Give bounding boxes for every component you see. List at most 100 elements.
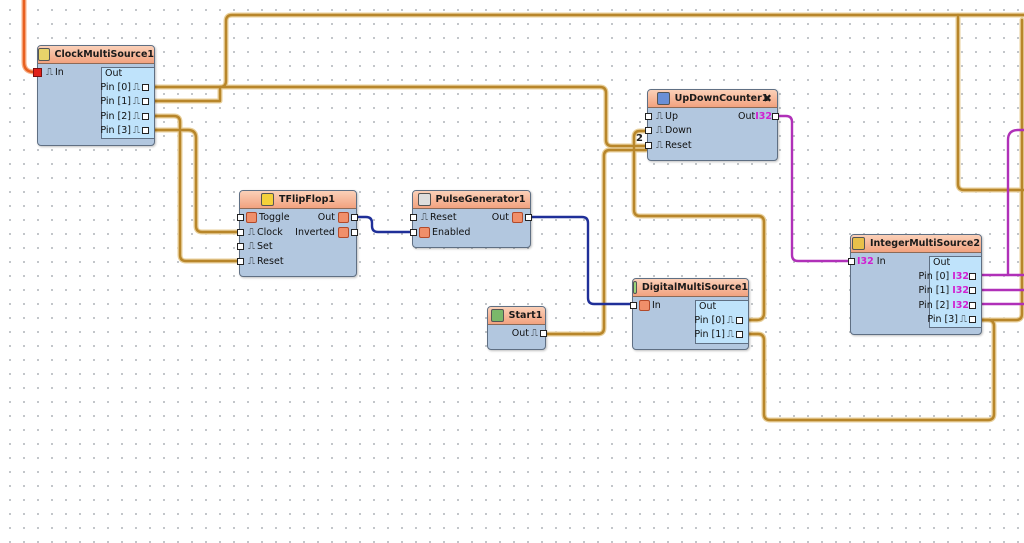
- pin-label: Out: [491, 212, 509, 223]
- node-header[interactable]: IntegerMultiSource2: [851, 235, 981, 253]
- counter-out-pin[interactable]: OutI32: [738, 110, 781, 124]
- clock-pin-0[interactable]: Pin [0]⎍: [100, 81, 151, 95]
- tflipflop-node[interactable]: TFlipFlop1 Toggle ⎍Clock ⎍Set ⎍Reset Out…: [237, 190, 360, 277]
- counter-reset-pin[interactable]: ⎍Reset: [645, 139, 692, 153]
- clock-pin-1[interactable]: Pin [1]⎍: [100, 95, 151, 109]
- output-pin-icon[interactable]: [351, 229, 358, 236]
- digital-icon: [633, 281, 637, 294]
- pulse-reset-pin[interactable]: ⎍Reset: [410, 211, 457, 225]
- input-pin-icon[interactable]: [410, 214, 417, 221]
- input-pin-icon[interactable]: [237, 243, 244, 250]
- output-pin-icon[interactable]: [351, 214, 358, 221]
- output-pin-icon[interactable]: [142, 127, 149, 134]
- clock-in-pin[interactable]: ⎍In: [33, 66, 64, 80]
- pin-label: Reset: [430, 212, 457, 223]
- node-title: ClockMultiSource1: [54, 49, 154, 60]
- pin-label: Pin [1]: [694, 329, 725, 340]
- integer-pin-2[interactable]: Pin [2] I32: [919, 299, 978, 313]
- output-pin-icon[interactable]: [142, 113, 149, 120]
- pulse-enabled-pin[interactable]: Enabled: [410, 226, 470, 240]
- output-pin-icon[interactable]: [772, 113, 779, 120]
- up-down-counter-node[interactable]: UpDownCounter1✖ ⎍Up ⎍Down ⎍Reset OutI32: [645, 89, 781, 161]
- clock-pin-3[interactable]: Pin [3]⎍: [100, 124, 151, 138]
- output-box: Out Pin [0]⎍ Pin [1]⎍ Pin [2]⎍ Pin [3]⎍: [100, 67, 155, 139]
- counter-icon: [656, 92, 670, 105]
- pulse-icon: ⎍: [248, 227, 255, 238]
- digital-pin-0[interactable]: Pin [0]⎍: [694, 314, 745, 328]
- bool-icon: [419, 227, 430, 238]
- pin-label: Down: [665, 125, 692, 136]
- input-pin-icon[interactable]: [33, 68, 42, 77]
- node-header[interactable]: DigitalMultiSource1: [633, 279, 748, 297]
- clock-pin-2[interactable]: Pin [2]⎍: [100, 110, 151, 124]
- node-header[interactable]: PulseGenerator1: [413, 191, 530, 209]
- integer-pin-0[interactable]: Pin [0] I32: [919, 270, 978, 284]
- output-pin-icon[interactable]: [969, 287, 976, 294]
- integer-icon: [852, 237, 865, 250]
- node-header[interactable]: TFlipFlop1: [240, 191, 356, 209]
- digital-in-pin[interactable]: In: [630, 299, 661, 313]
- pulse-icon: ⎍: [46, 67, 53, 78]
- pin-label: Pin [2]: [918, 300, 950, 311]
- pulse-out-pin[interactable]: Out: [492, 211, 534, 225]
- digital-multi-source-node[interactable]: DigitalMultiSource1 In Out Pin [0]⎍ Pin …: [630, 278, 749, 350]
- output-box: Out Pin [0]⎍ Pin [1]⎍: [694, 300, 749, 344]
- node-header[interactable]: ClockMultiSource1: [38, 46, 154, 64]
- pin-label: Pin [2]: [100, 111, 131, 122]
- output-pin-icon[interactable]: [969, 302, 976, 309]
- integer-in-pin[interactable]: I32 In: [848, 255, 886, 269]
- integer-multi-source-node[interactable]: IntegerMultiSource2 I32 In Out Pin [0] I…: [848, 234, 982, 335]
- input-pin-icon[interactable]: [237, 258, 244, 265]
- pin-label: Set: [257, 241, 273, 252]
- pin-label: Toggle: [259, 212, 290, 223]
- bool-icon: [639, 300, 650, 311]
- tflip-inverted-pin[interactable]: Inverted: [295, 226, 360, 240]
- start-out-pin[interactable]: Out⎍: [512, 327, 549, 341]
- start-node[interactable]: Start1 Out⎍: [487, 306, 549, 350]
- integer-pin-3[interactable]: Pin [3]⎍: [927, 313, 978, 327]
- node-header[interactable]: Start1: [488, 307, 545, 325]
- output-pin-icon[interactable]: [969, 273, 976, 280]
- clock-multi-source-node[interactable]: ClockMultiSource1 ⎍In Out Pin [0]⎍ Pin […: [33, 45, 155, 146]
- output-pin-icon[interactable]: [736, 317, 743, 324]
- wire-count-label: 2: [636, 133, 643, 144]
- pulse-gen-icon: [417, 193, 431, 206]
- output-pin-icon[interactable]: [736, 331, 743, 338]
- tflip-reset-pin[interactable]: ⎍Reset: [237, 255, 284, 269]
- output-pin-icon[interactable]: [142, 98, 149, 105]
- pin-label: Inverted: [295, 227, 335, 238]
- input-pin-icon[interactable]: [410, 229, 417, 236]
- pin-label: Out: [738, 111, 756, 122]
- node-header[interactable]: UpDownCounter1✖: [648, 90, 777, 108]
- tflip-set-pin[interactable]: ⎍Set: [237, 240, 273, 254]
- pulse-icon: ⎍: [133, 125, 140, 136]
- output-pin-icon[interactable]: [142, 84, 149, 91]
- digital-pin-1[interactable]: Pin [1]⎍: [694, 328, 745, 342]
- node-title: DigitalMultiSource1: [641, 282, 748, 293]
- input-pin-icon[interactable]: [237, 214, 244, 221]
- input-pin-icon[interactable]: [645, 113, 652, 120]
- output-pin-icon[interactable]: [525, 214, 532, 221]
- pulse-icon: ⎍: [727, 329, 734, 340]
- pulse-generator-node[interactable]: PulseGenerator1 ⎍Reset Enabled Out: [410, 190, 534, 248]
- output-pin-icon[interactable]: [969, 316, 976, 323]
- input-pin-icon[interactable]: [237, 229, 244, 236]
- pin-label: Reset: [665, 140, 692, 151]
- counter-up-pin[interactable]: ⎍Up: [645, 110, 678, 124]
- input-pin-icon[interactable]: [645, 127, 652, 134]
- tflip-out-pin[interactable]: Out: [318, 211, 360, 225]
- counter-down-pin[interactable]: ⎍Down: [645, 124, 692, 138]
- output-pin-icon[interactable]: [540, 330, 547, 337]
- tflip-toggle-pin[interactable]: Toggle: [237, 211, 290, 225]
- pin-label: Up: [665, 111, 678, 122]
- out-label: Out: [699, 301, 717, 312]
- input-pin-icon[interactable]: [630, 302, 637, 309]
- input-pin-icon[interactable]: [645, 142, 652, 149]
- tflip-clock-pin[interactable]: ⎍Clock: [237, 226, 283, 240]
- pin-label: Pin [3]: [100, 125, 131, 136]
- input-pin-icon[interactable]: [848, 258, 855, 265]
- wrench-icon[interactable]: ✖: [762, 92, 772, 105]
- integer-pin-1[interactable]: Pin [1] I32: [919, 284, 978, 298]
- pulse-icon: ⎍: [133, 111, 140, 122]
